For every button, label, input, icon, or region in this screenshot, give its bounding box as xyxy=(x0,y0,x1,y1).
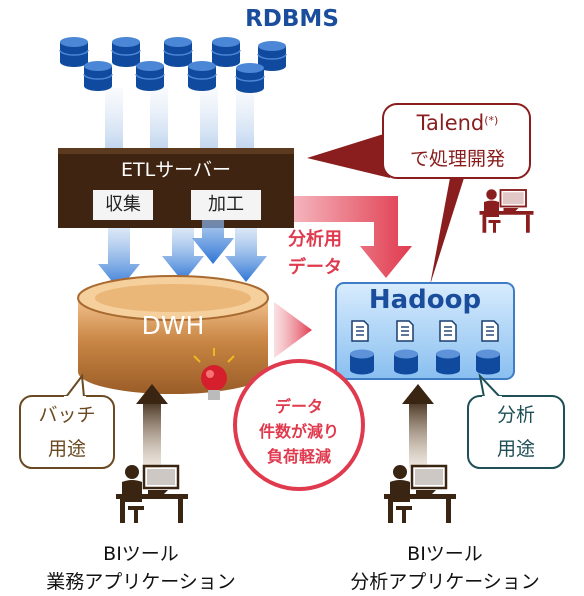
business-bi-arrow xyxy=(143,398,161,468)
talend-name: Talend xyxy=(416,111,485,135)
database-icon xyxy=(436,349,460,375)
hadoop-box xyxy=(335,282,515,380)
database-icon xyxy=(83,60,113,92)
rdbms-stream xyxy=(105,88,123,148)
talend-label: Talend(*) xyxy=(385,108,530,138)
analysis-bi-arrow xyxy=(409,398,427,468)
analysis-line: 分析 xyxy=(496,404,535,426)
analysis-line: 用途 xyxy=(496,438,535,460)
bi-analysis-line: BIツール xyxy=(407,543,483,565)
database-icon xyxy=(59,36,89,68)
bi-business-label: BIツール 業務アプリケーション xyxy=(0,540,282,596)
worker-icon xyxy=(382,463,458,525)
bi-analysis-label: BIツール 分析アプリケーション xyxy=(306,540,584,596)
document-icon xyxy=(351,320,369,342)
database-icon xyxy=(211,36,241,68)
dwh-label: DWH xyxy=(141,311,205,340)
database-icon xyxy=(187,60,217,92)
rdbms-stream xyxy=(236,88,254,148)
analysis-callout-text: 分析 用途 xyxy=(468,398,564,466)
talend-pointer xyxy=(430,178,464,285)
database-icon xyxy=(135,60,165,92)
lightbulb-icon xyxy=(193,348,235,400)
rdbms-database-cluster xyxy=(59,36,287,94)
batch-callout-text: バッチ 用途 xyxy=(20,398,114,466)
reduction-line: 件数が減り xyxy=(258,422,339,441)
database-icon xyxy=(476,349,500,375)
bi-business-line: 業務アプリケーション xyxy=(46,571,236,593)
analysis-data-line: データ xyxy=(288,257,342,278)
database-icon xyxy=(350,349,374,375)
rdbms-stream xyxy=(200,88,218,148)
etl-process-box: 加工 xyxy=(191,190,261,220)
worker-icon xyxy=(114,463,190,525)
document-icon xyxy=(439,320,457,342)
reduction-note: データ 件数が減り 負荷軽減 xyxy=(235,394,363,469)
reduction-line: データ xyxy=(274,397,323,416)
document-icon xyxy=(396,320,414,342)
analysis-data-label: 分析用 データ xyxy=(288,226,378,282)
analysis-data-line: 分析用 xyxy=(288,229,342,250)
database-icon xyxy=(394,349,418,375)
hadoop-label: Hadoop xyxy=(368,285,482,315)
batch-line: バッチ xyxy=(38,404,96,426)
worker-icon xyxy=(478,188,535,234)
dwh-to-hadoop-arrow xyxy=(274,302,312,358)
talend-pointer xyxy=(307,132,390,178)
document-icon xyxy=(481,320,499,342)
rdbms-label: RDBMS xyxy=(245,6,339,32)
etl-collect-box: 収集 xyxy=(93,190,153,220)
bi-business-line: BIツール xyxy=(103,543,179,565)
database-icon xyxy=(111,36,141,68)
talend-callout xyxy=(382,103,531,179)
bi-analysis-line: 分析アプリケーション xyxy=(350,571,540,593)
database-icon xyxy=(163,36,193,68)
talend-note: で処理開発 xyxy=(409,148,505,170)
analysis-data-arrow xyxy=(294,196,412,278)
analysis-callout xyxy=(467,395,565,469)
talend-mark: (*) xyxy=(484,114,499,127)
rdbms-stream xyxy=(150,88,168,148)
reduction-circle xyxy=(233,359,365,491)
database-icon xyxy=(235,62,265,94)
etl-server-title: ETLサーバー xyxy=(120,159,231,181)
reduction-line: 負荷軽減 xyxy=(266,447,331,466)
batch-line: 用途 xyxy=(47,438,86,460)
